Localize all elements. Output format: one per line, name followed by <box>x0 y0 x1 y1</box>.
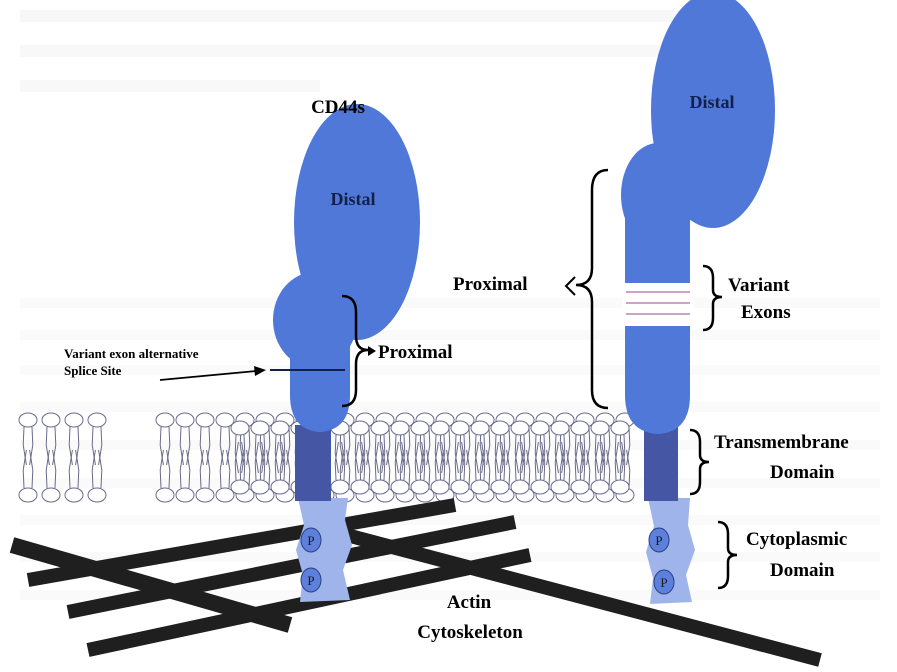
lipid-head <box>471 480 489 494</box>
distal-domain-left <box>294 104 420 340</box>
distal-label-left: Distal <box>331 189 376 209</box>
lipid-head <box>88 413 106 427</box>
lipid-head <box>19 413 37 427</box>
lipid-head <box>251 421 269 435</box>
lipid-head <box>571 480 589 494</box>
lipid-head <box>271 480 289 494</box>
actin-label: Actin <box>447 592 492 613</box>
lipid-head <box>156 488 174 502</box>
actin-label: Cytoskeleton <box>417 622 523 643</box>
lipid-head <box>411 421 429 435</box>
proximal-label-right: Proximal <box>453 274 528 295</box>
phospho-label: P <box>307 573 314 588</box>
phospho-label: P <box>307 533 314 548</box>
lipid-head <box>571 421 589 435</box>
lipid-head <box>231 421 249 435</box>
cytoplasmic-label: Domain <box>770 560 835 581</box>
lipid-head <box>431 421 449 435</box>
lipid-head <box>351 480 369 494</box>
variant-exon-band <box>622 283 694 326</box>
lipid-head <box>371 421 389 435</box>
lipid-head <box>65 413 83 427</box>
lipid-head <box>451 421 469 435</box>
lipid-head <box>551 421 569 435</box>
transmembrane-label: Transmembrane <box>714 432 849 453</box>
lipid-head <box>451 480 469 494</box>
distal-label-right: Distal <box>690 92 735 112</box>
lipid-head <box>42 413 60 427</box>
lipid-head <box>88 488 106 502</box>
phospho-label: P <box>655 533 662 548</box>
lipid-head <box>611 480 629 494</box>
lipid-head <box>511 480 529 494</box>
lipid-head <box>431 480 449 494</box>
lipid-head <box>65 488 83 502</box>
variant-exons-label: Exons <box>741 302 791 323</box>
lipid-head <box>19 488 37 502</box>
lipid-head <box>411 480 429 494</box>
lipid-head <box>611 421 629 435</box>
lipid-head <box>231 480 249 494</box>
lipid-head <box>251 480 269 494</box>
lipid-head <box>216 413 234 427</box>
proximal-label-left: Proximal <box>378 342 453 363</box>
variant-exons-label: Variant <box>728 275 790 296</box>
cytoplasmic-label: Cytoplasmic <box>746 529 847 550</box>
lipid-head <box>271 421 289 435</box>
lipid-head <box>591 421 609 435</box>
lipid-head <box>591 480 609 494</box>
lipid-head <box>351 421 369 435</box>
lipid-head <box>216 488 234 502</box>
phospho-label: P <box>660 575 667 590</box>
lipid-head <box>391 421 409 435</box>
arrow-right-icon <box>368 346 376 356</box>
lipid-head <box>531 480 549 494</box>
lipid-head <box>551 480 569 494</box>
actin-cytoskeleton <box>12 505 820 660</box>
distal-domain-right <box>651 0 775 228</box>
lipid-head <box>471 421 489 435</box>
chevron-right-icon <box>566 277 575 295</box>
transmembrane-label: Domain <box>770 462 835 483</box>
splice-site-label: Splice Site <box>64 363 122 378</box>
lipid-head <box>156 413 174 427</box>
cd44s-title: CD44s <box>311 97 365 118</box>
transmembrane-domain-right <box>644 425 678 501</box>
lipid-head <box>196 413 214 427</box>
lipid-head <box>391 480 409 494</box>
lipid-head <box>176 413 194 427</box>
lipid-head <box>196 488 214 502</box>
splice-site-label: Variant exon alternative <box>64 346 199 361</box>
lipid-head <box>371 480 389 494</box>
transmembrane-domain-left <box>295 425 331 501</box>
lipid-head <box>511 421 529 435</box>
lipid-head <box>491 480 509 494</box>
lipid-head <box>42 488 60 502</box>
lipid-head <box>531 421 549 435</box>
lipid-head <box>176 488 194 502</box>
lipid-head <box>491 421 509 435</box>
lipid-head <box>331 480 349 494</box>
